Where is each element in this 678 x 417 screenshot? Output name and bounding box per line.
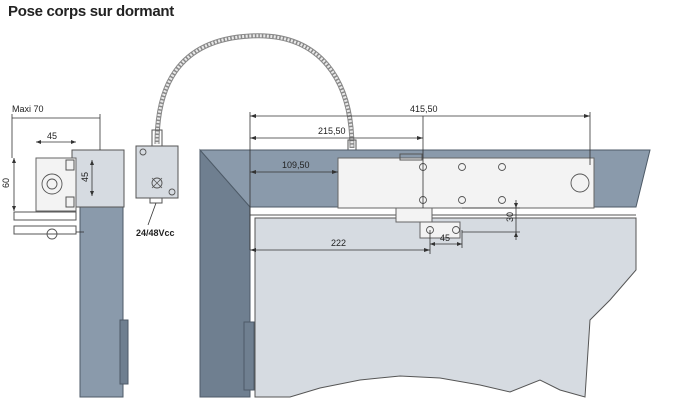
dim222-arrow-left [250,248,256,252]
dim60-arrow-top [12,158,16,163]
side-hinge [119,319,129,385]
dim415-arrow-right [584,114,590,118]
dim-215-label: 215,50 [318,126,346,136]
maxi-70-label: Maxi 70 [12,104,44,114]
dim-45-top-label: 45 [47,131,57,141]
voltage-label: 24/48Vcc [136,228,175,238]
cable-inner [155,34,354,149]
cable-connector-left [151,129,163,147]
dim-415-label: 415,50 [410,104,438,114]
front-view: 415,50 215,50 109,50 222 45 30 [199,104,651,398]
power-supply-box [135,145,179,199]
screw-hole-6 [498,196,506,204]
side-frame-top [71,149,125,208]
dim60-arrow-bottom [12,206,16,211]
dim109-arrow-left [250,170,256,174]
dim215-arrow-left [250,136,256,140]
dim45-arrow-right [457,242,462,246]
dim45-vert-arrow-top [90,160,94,165]
side-screw-bottom [65,196,75,208]
dim-60-label: 60 [1,178,11,188]
dim415-arrow-left [250,114,256,118]
power-box-foot [149,197,163,204]
dim45-vert-arrow-bottom [90,191,94,196]
dim109-arrow-right [332,170,338,174]
dim45-arrow-left [430,242,435,246]
side-arm-pivot [46,228,58,240]
power-box-group: 24/48Vcc [135,145,179,238]
closer-body-side [35,157,77,212]
front-hinge [243,321,255,391]
dim-45-vertical-label: 45 [80,172,90,182]
dim215-arrow-right [417,136,423,140]
dim-222-label: 222 [331,238,346,248]
power-box-gland [151,177,163,189]
closer-valve-circle [41,173,63,195]
closer-body-front [337,157,595,209]
dim-30-label: 30 [505,212,515,222]
cable [151,33,357,159]
screw-hole-5 [458,196,466,204]
diagram-title: Pose corps sur dormant [8,3,174,20]
dim222-arrow-right [424,248,430,252]
dim45-top-arrow-left [36,140,41,144]
arm-pivot-block [395,207,433,223]
side-arm-lower [13,225,77,235]
side-frame-profile [79,206,124,398]
power-box-screw-tl [139,148,147,156]
side-arm [13,211,77,221]
dim45-top-arrow-right [71,140,76,144]
side-view: Maxi 70 45 60 45 [1,104,129,398]
power-box-screw-br [168,188,176,196]
dim30-arrow-bottom [514,232,518,237]
adjust-valve [570,173,590,193]
gland-cross-b [151,177,163,189]
closer-top-tab [399,153,423,161]
shoe-screw-2 [452,226,460,234]
screw-hole-2 [458,163,466,171]
front-jamb-shade [199,148,251,398]
side-screw-top [65,159,75,171]
voltage-leader [147,202,157,226]
dim-45-label: 45 [440,233,450,243]
closer-valve-inner [46,178,58,190]
door-leaf [254,217,637,398]
dim30-arrow-top [514,203,518,208]
dim-109-label: 109,50 [282,160,310,170]
screw-hole-3 [498,163,506,171]
